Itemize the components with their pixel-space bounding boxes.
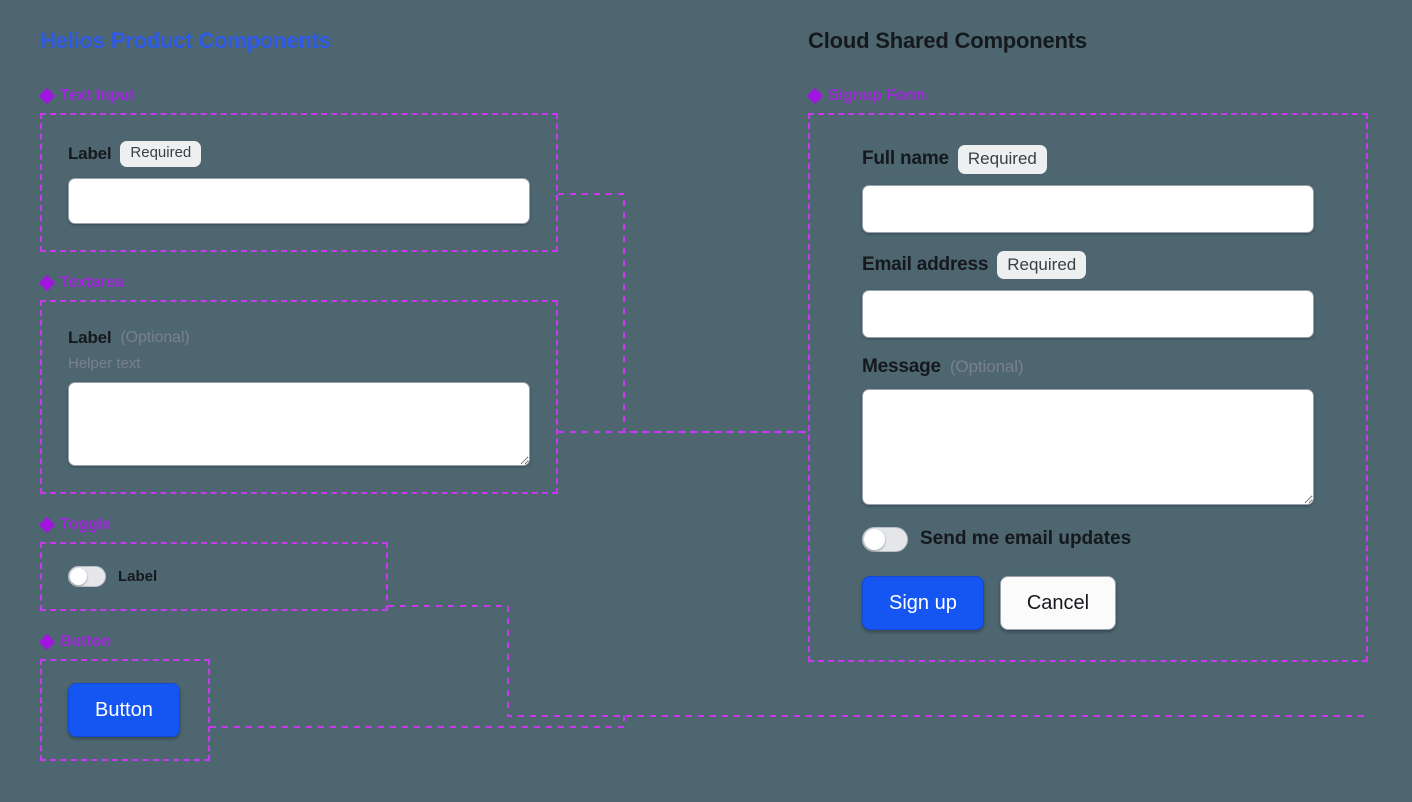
form-field-message: Message (Optional) bbox=[862, 356, 1314, 505]
email-updates-label: Send me email updates bbox=[920, 528, 1132, 550]
left-column: Helios Product Components Text Input Lab… bbox=[38, 28, 640, 783]
message-textarea[interactable] bbox=[862, 388, 1314, 505]
component-frame-textarea: Label (Optional) Helper text bbox=[40, 300, 558, 495]
section-heading-label: Text Input bbox=[60, 87, 135, 105]
field-label: Email address bbox=[862, 253, 989, 275]
field-label-row: Full name Required bbox=[862, 145, 1314, 174]
full-name-input[interactable] bbox=[862, 184, 1314, 233]
field-optional-tag: (Optional) bbox=[120, 329, 190, 347]
section-heading-textarea: Textarea bbox=[38, 274, 640, 292]
quad-diamond-icon bbox=[38, 274, 56, 292]
component-frame-signup-form: Full name Required Email address Require… bbox=[808, 113, 1368, 662]
email-input[interactable] bbox=[862, 289, 1314, 338]
field-label-row: Email address Required bbox=[862, 250, 1314, 279]
status-badge-required: Required bbox=[997, 250, 1087, 279]
status-badge-required: Required bbox=[120, 141, 202, 168]
page-title-cloud: Cloud Shared Components bbox=[808, 28, 1087, 53]
textarea-field[interactable] bbox=[68, 382, 530, 467]
component-frame-text-input: Label Required bbox=[40, 113, 558, 253]
cancel-button[interactable]: Cancel bbox=[999, 575, 1117, 630]
section-heading-button: Button bbox=[38, 633, 640, 651]
section-heading-label: Toggle bbox=[60, 516, 111, 534]
field-label: Full name bbox=[862, 148, 949, 170]
sign-up-button[interactable]: Sign up bbox=[862, 575, 984, 630]
page-title-helios: Helios Product Components bbox=[40, 28, 331, 53]
form-field-email: Email address Required bbox=[862, 250, 1314, 338]
quad-diamond-icon bbox=[38, 633, 56, 651]
toggle-switch[interactable] bbox=[68, 566, 106, 588]
form-actions: Sign up Cancel bbox=[862, 575, 1314, 630]
demo-button[interactable]: Button bbox=[68, 683, 180, 738]
quad-diamond-icon bbox=[806, 88, 824, 105]
toggle-row-email-updates: Send me email updates bbox=[862, 526, 1314, 552]
field-label-row: Label (Optional) bbox=[68, 328, 530, 348]
field-optional-tag: (Optional) bbox=[949, 356, 1024, 376]
toggle-knob bbox=[70, 568, 87, 586]
section-heading-label: Textarea bbox=[60, 274, 124, 292]
text-input-field[interactable] bbox=[68, 178, 530, 225]
status-badge-required: Required bbox=[957, 145, 1047, 174]
form-field-full-name: Full name Required bbox=[862, 145, 1314, 233]
section-heading-text-input: Text Input bbox=[38, 87, 640, 105]
email-updates-toggle[interactable] bbox=[862, 526, 908, 552]
component-frame-button: Button bbox=[40, 659, 210, 762]
section-heading-label: Signup Form bbox=[828, 87, 926, 105]
section-heading-signup-form: Signup Form bbox=[806, 87, 1378, 105]
field-label-row: Label Required bbox=[68, 141, 530, 168]
field-label: Label bbox=[68, 328, 112, 348]
field-label-row: Message (Optional) bbox=[862, 356, 1314, 378]
field-label: Message bbox=[862, 355, 941, 377]
right-column: Cloud Shared Components Signup Form Full… bbox=[806, 28, 1378, 684]
field-label: Label bbox=[68, 144, 112, 164]
quad-diamond-icon bbox=[38, 516, 56, 534]
component-frame-toggle: Label bbox=[40, 542, 388, 612]
toggle-row: Label bbox=[68, 566, 360, 588]
section-heading-label: Button bbox=[60, 633, 111, 651]
quad-diamond-icon bbox=[38, 88, 56, 105]
toggle-knob bbox=[864, 528, 885, 550]
toggle-label: Label bbox=[118, 568, 158, 586]
field-helper-text: Helper text bbox=[68, 355, 141, 373]
section-heading-toggle: Toggle bbox=[38, 516, 640, 534]
